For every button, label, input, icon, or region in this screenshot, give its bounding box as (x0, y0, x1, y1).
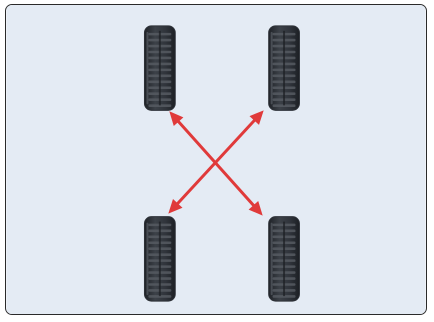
tire-icon (144, 26, 175, 110)
tire-icon (144, 217, 175, 301)
diagram-background (6, 5, 425, 314)
tire-icon (269, 217, 300, 301)
tire-rotation-diagram (6, 5, 426, 314)
tire-icon (269, 26, 300, 110)
diagram-frame (5, 4, 427, 315)
